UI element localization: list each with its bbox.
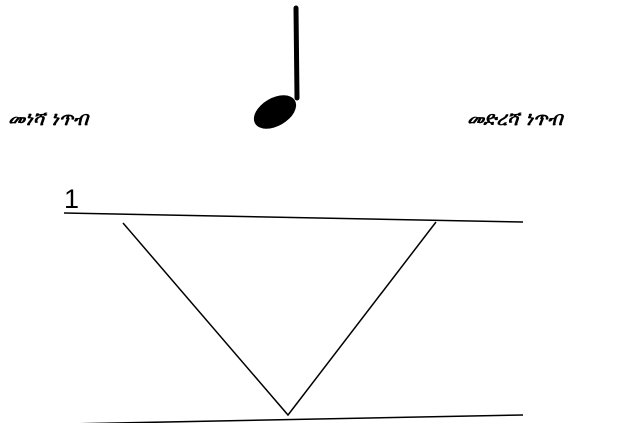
bottom-line xyxy=(78,414,524,423)
top-line xyxy=(63,212,524,223)
note-stem xyxy=(293,5,300,101)
start-point-label: መነሻ ነጥብ xyxy=(8,108,89,130)
note-head xyxy=(253,95,297,129)
line-number-label: 1 xyxy=(64,184,80,214)
quarter-note-icon xyxy=(253,5,300,129)
end-point-label: መድረሻ ነጥብ xyxy=(467,108,563,130)
v-path xyxy=(122,221,437,417)
